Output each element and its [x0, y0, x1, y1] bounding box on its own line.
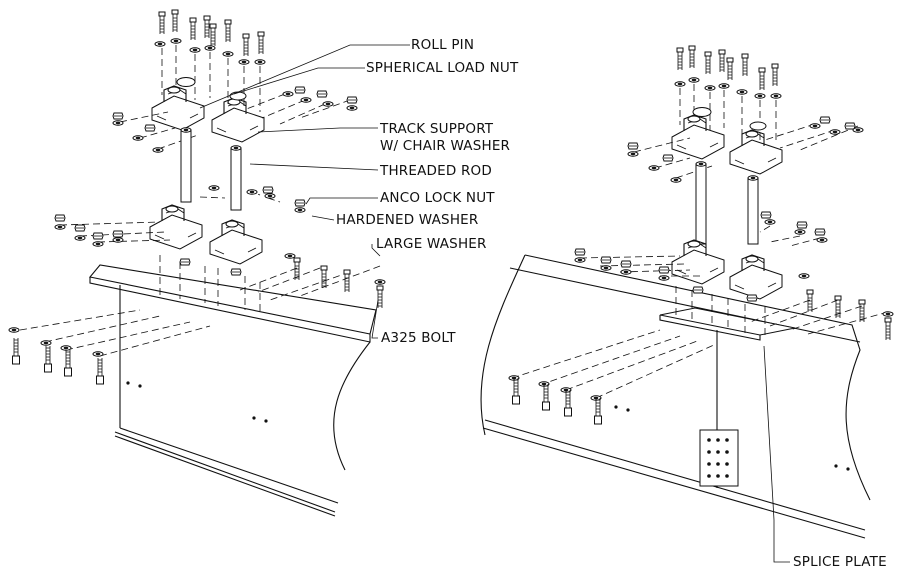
left-leader-lines	[199, 44, 410, 339]
right-girder	[480, 254, 871, 539]
splice-plate-web	[699, 429, 739, 487]
left-girder	[88, 264, 377, 517]
left-side-hardware-upper	[112, 86, 358, 153]
left-side-hardware-lower	[54, 185, 306, 259]
label-large-washer: LARGE WASHER	[376, 236, 487, 252]
right-threaded-rods	[695, 161, 759, 245]
right-upper-supports	[671, 107, 783, 175]
label-a325-bolt: A325 BOLT	[381, 330, 456, 346]
right-leader-lines	[763, 345, 790, 563]
right-side-hardware-lower	[574, 211, 828, 281]
label-hardened-washer: HARDENED WASHER	[336, 212, 478, 228]
splice-plate-top	[659, 307, 796, 336]
label-spherical-load-nut: SPHERICAL LOAD NUT	[366, 60, 519, 76]
right-assembly	[480, 45, 894, 563]
left-threaded-rods	[180, 127, 242, 211]
label-roll-pin: ROLL PIN	[411, 37, 474, 53]
right-side-hardware-upper	[627, 116, 864, 183]
left-bottom-bolts	[8, 255, 386, 385]
right-top-bolts	[674, 45, 782, 142]
left-upper-supports	[151, 77, 265, 143]
label-anco-lock-nut: ANCO LOCK NUT	[380, 190, 495, 206]
left-top-bolts	[154, 9, 266, 112]
right-lower-supports	[671, 239, 783, 302]
label-track-support: TRACK SUPPORT	[379, 121, 494, 137]
right-bottom-bolts	[508, 286, 894, 425]
callout-labels: ROLL PIN SPHERICAL LOAD NUT TRACK SUPPOR…	[336, 37, 887, 570]
left-assembly	[8, 9, 410, 517]
label-splice-plate: SPLICE PLATE	[793, 554, 887, 570]
label-threaded-rod: THREADED ROD	[379, 163, 492, 179]
label-chair-washer: W/ CHAIR WASHER	[380, 138, 510, 154]
